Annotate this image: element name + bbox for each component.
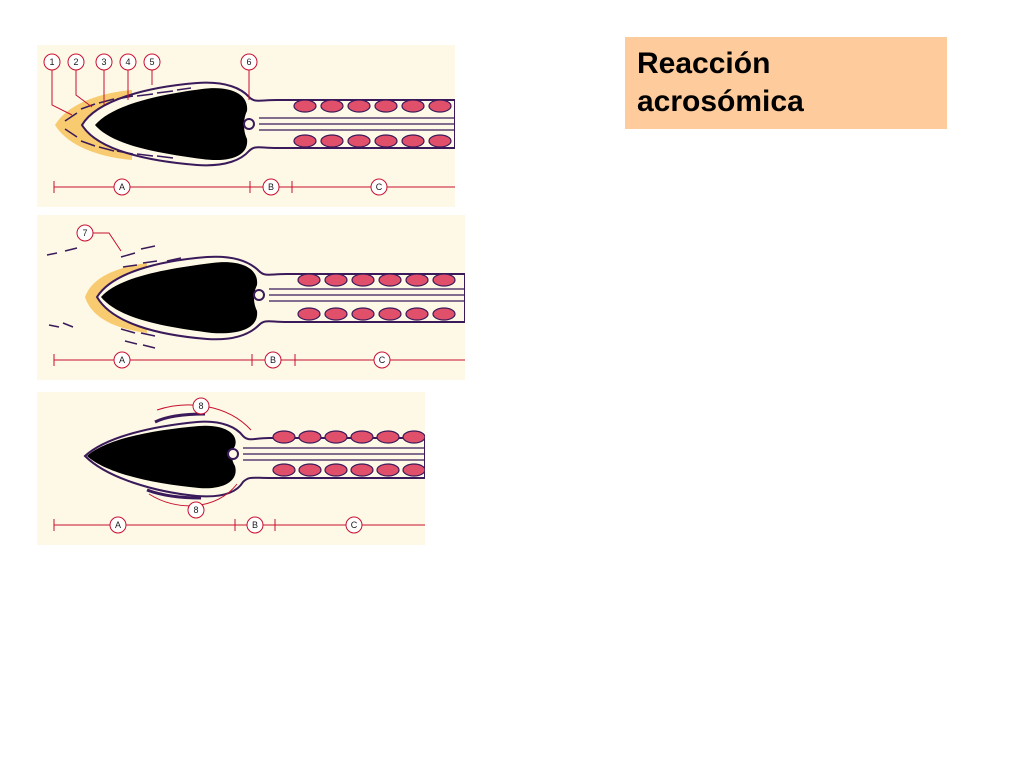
- title-line-2: acrosómica: [637, 85, 804, 118]
- callout-7: 7: [76, 224, 94, 242]
- callout-5: 5: [143, 53, 161, 71]
- axoneme: [259, 117, 455, 131]
- callout-4: 4: [119, 53, 137, 71]
- panel-3-drawing: 8 8 A B C: [53, 397, 425, 534]
- svg-text:C: C: [351, 520, 358, 530]
- dim-label-a: A: [113, 178, 131, 196]
- residual-cap-bottom: [146, 488, 202, 500]
- nucleus: [95, 88, 248, 161]
- dim-label-a: A: [109, 516, 127, 534]
- svg-text:B: B: [268, 182, 274, 192]
- callout-7-leader: [93, 232, 122, 252]
- mitochondria: [272, 430, 425, 477]
- diagram-panel-2: 7 A B C: [37, 215, 465, 380]
- callouts: 1 2 3 4 5 6: [43, 53, 258, 71]
- vesicles: [46, 245, 182, 349]
- svg-text:5: 5: [149, 57, 154, 67]
- dim-label-c: C: [345, 516, 363, 534]
- dim-label-b: B: [262, 178, 280, 196]
- panel-1-drawing: 1 2 3 4 5 6 A B C: [43, 53, 455, 196]
- residual-cap-top: [154, 412, 206, 424]
- panel-2-drawing: 7 A B C: [46, 224, 465, 369]
- svg-text:8: 8: [198, 401, 203, 411]
- svg-text:3: 3: [101, 57, 106, 67]
- title-box: Reacción acrosómica: [625, 37, 947, 129]
- svg-text:7: 7: [82, 228, 87, 238]
- svg-text:A: A: [119, 182, 125, 192]
- callout-2: 2: [67, 53, 85, 71]
- centriole: [243, 118, 255, 130]
- axoneme: [243, 447, 425, 461]
- dim-label-c: C: [373, 351, 391, 369]
- svg-text:C: C: [376, 182, 383, 192]
- title-line-1: Reacción: [637, 47, 771, 80]
- svg-text:C: C: [379, 355, 386, 365]
- diagram-panel-3: 8 8 A B C: [37, 392, 425, 545]
- callout-leaders: [51, 69, 250, 116]
- mitochondria: [293, 99, 452, 148]
- callout-1: 1: [43, 53, 61, 71]
- dim-label-a: A: [113, 351, 131, 369]
- dim-label-b: B: [264, 351, 282, 369]
- svg-text:6: 6: [246, 57, 251, 67]
- nucleus: [101, 262, 258, 334]
- svg-text:2: 2: [73, 57, 78, 67]
- dim-label-c: C: [370, 178, 388, 196]
- axoneme: [269, 288, 465, 302]
- svg-text:1: 1: [49, 57, 54, 67]
- callout-6: 6: [240, 53, 258, 71]
- mitochondria: [297, 273, 456, 321]
- acrosomal-membranes: [64, 87, 192, 159]
- centriole: [227, 448, 239, 460]
- svg-text:B: B: [270, 355, 276, 365]
- dim-label-b: B: [246, 516, 264, 534]
- centriole: [253, 289, 265, 301]
- svg-text:B: B: [252, 520, 258, 530]
- diagram-panel-1: 1 2 3 4 5 6 A B C: [37, 45, 455, 207]
- svg-text:8: 8: [193, 505, 198, 515]
- nucleus: [87, 425, 236, 489]
- svg-text:A: A: [119, 355, 125, 365]
- svg-text:A: A: [115, 520, 121, 530]
- callout-8-bottom: 8: [187, 501, 205, 519]
- callout-8-top: 8: [192, 397, 210, 415]
- svg-text:4: 4: [125, 57, 130, 67]
- callout-3: 3: [95, 53, 113, 71]
